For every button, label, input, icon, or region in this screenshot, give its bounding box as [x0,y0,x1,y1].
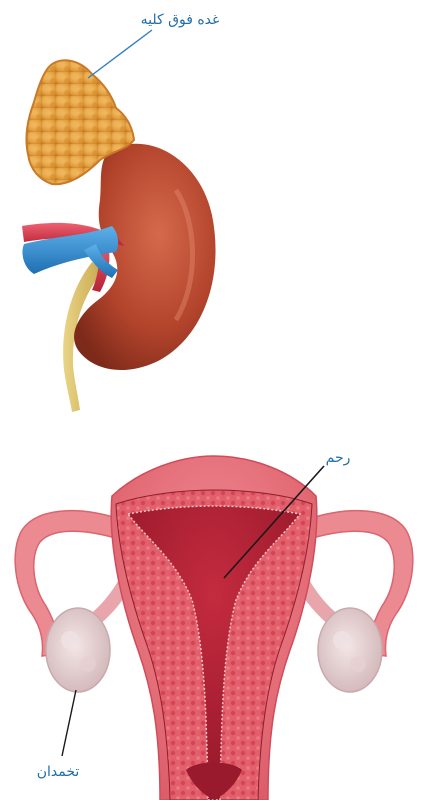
ovary-leader-line [62,690,76,756]
uterus-group: رحم تخمدان [15,450,413,800]
adrenal-leader-line [88,30,152,78]
left-ovary [46,608,110,692]
kidney-group: غده فوق کلیه [22,12,219,412]
adrenal-gland-label: غده فوق کلیه [141,12,220,28]
ovary-label: تخمدان [37,764,80,780]
right-ovary [318,608,382,692]
uterus-label: رحم [326,450,351,466]
